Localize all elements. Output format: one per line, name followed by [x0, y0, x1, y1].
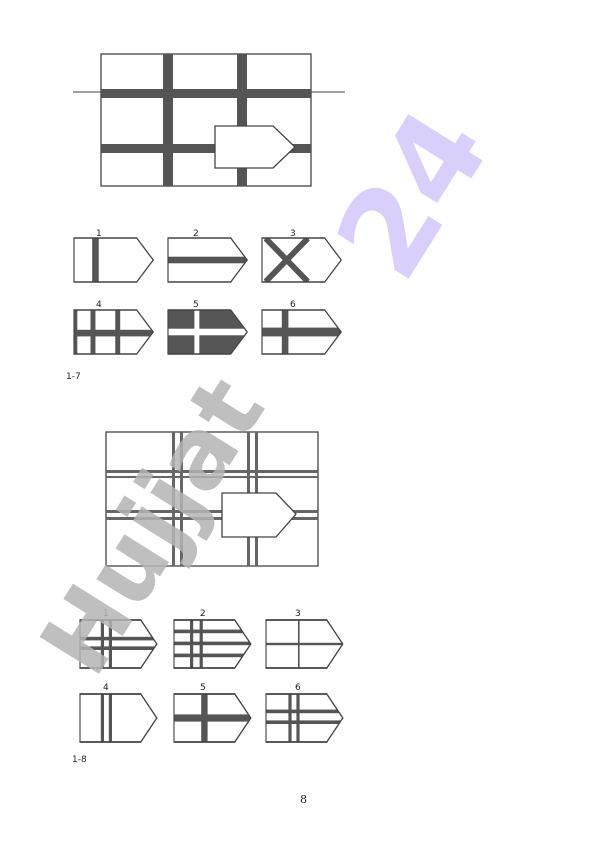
option-number: 1	[96, 229, 102, 239]
option-number: 2	[200, 609, 206, 619]
option-number: 1	[103, 609, 109, 619]
option-number: 3	[290, 229, 296, 239]
option-1-7-6[interactable]	[260, 308, 343, 356]
option-1-7-4[interactable]	[72, 308, 155, 356]
option-number: 6	[295, 683, 301, 693]
option-number: 3	[295, 609, 301, 619]
page-number: 8	[300, 793, 307, 806]
option-number: 6	[290, 300, 296, 310]
option-1-8-4[interactable]	[78, 692, 159, 744]
option-1-7-2[interactable]	[166, 236, 249, 284]
option-number: 5	[193, 300, 199, 310]
option-number: 4	[96, 300, 102, 310]
problem-label: 1-8	[72, 755, 87, 765]
problem-1-7-options	[72, 236, 343, 356]
option-1-8-6[interactable]	[264, 692, 344, 744]
option-1-7-1[interactable]	[72, 236, 155, 284]
option-1-8-3[interactable]	[264, 618, 344, 670]
option-number: 5	[200, 683, 206, 693]
problem-1-8-pattern	[105, 431, 319, 567]
option-1-8-2[interactable]	[172, 618, 253, 670]
problem-label: 1-7	[66, 372, 81, 382]
option-1-7-3[interactable]	[260, 236, 343, 284]
option-1-8-1[interactable]	[78, 618, 159, 670]
problem-1-7-pattern	[73, 53, 345, 187]
option-number: 2	[193, 229, 199, 239]
option-number: 4	[103, 683, 109, 693]
problem-1-8-options	[78, 618, 344, 744]
option-1-7-5[interactable]	[166, 308, 249, 356]
option-1-8-5[interactable]	[172, 692, 253, 744]
